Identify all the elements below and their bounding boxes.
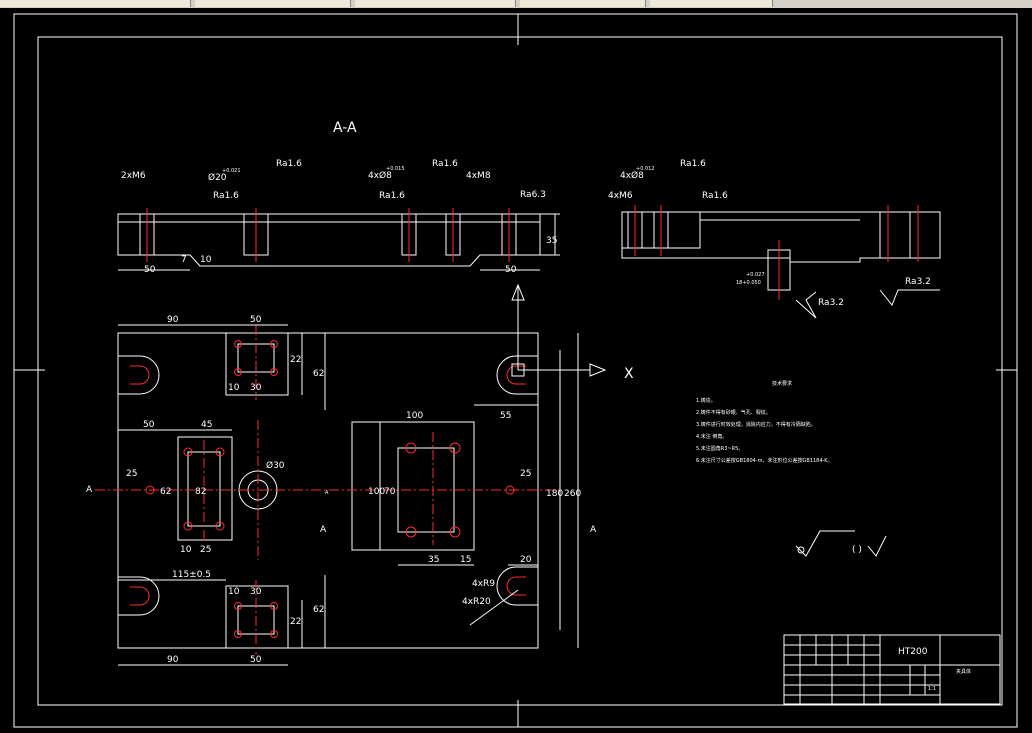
title-block: [783, 634, 1001, 705]
tech-requirement-item: 1.铸造。: [696, 397, 716, 404]
section-view: [117, 208, 560, 271]
callout-ra16: Ra1.6: [379, 191, 405, 201]
dim-35: 35: [546, 236, 557, 246]
toolbar-segment[interactable]: [355, 0, 516, 7]
dim-260: 260: [564, 489, 581, 499]
callout-dia20-tol: +0.021: [222, 168, 241, 174]
dim-180: 180: [546, 489, 563, 499]
dim-55: 55: [500, 411, 511, 421]
dim-62: 62: [160, 487, 171, 497]
callout-thread-m6: 2xM6: [121, 171, 146, 181]
dim-10: 10: [200, 255, 212, 265]
section-mark: A: [590, 525, 597, 535]
tech-requirement-item: 5.未注圆角R3~R5。: [696, 445, 743, 452]
toolbar-segment[interactable]: [650, 0, 773, 7]
callout-dia20: Ø20: [208, 172, 227, 183]
side-callout-dia8-tol: +0.012: [636, 166, 655, 172]
dim-25: 25: [520, 469, 531, 479]
callout-ra16: Ra1.6: [213, 191, 239, 201]
side-callout-tol: 18+0.050: [736, 280, 761, 286]
tech-requirements-heading: 技术要求: [772, 380, 792, 387]
callout-ra16: Ra1.6: [432, 159, 458, 169]
callout-thread-m8: 4xM8: [466, 171, 491, 181]
side-callout-ra16: Ra1.6: [702, 191, 728, 201]
dim-25: 25: [126, 469, 137, 479]
dim-50: 50: [250, 315, 262, 325]
dim-10: 10: [228, 587, 240, 597]
dim-90: 90: [167, 315, 179, 325]
tech-requirement-item: 2.铸件不得有砂眼、气孔、裂纹。: [696, 409, 771, 416]
dim-22: 22: [290, 355, 301, 365]
callout-ra16: Ra1.6: [276, 159, 302, 169]
scale-label: 1:1: [928, 686, 936, 692]
x-axis-label: X: [624, 366, 634, 382]
toolbar-segment[interactable]: [195, 0, 351, 7]
dim-7: 7: [181, 255, 187, 265]
side-callout-thread: 4xM6: [608, 191, 633, 201]
section-title: A-A: [333, 120, 357, 136]
dim-20: 20: [520, 555, 532, 565]
outer-frame: [13, 13, 1018, 728]
dim-45: 45: [201, 420, 212, 430]
side-view: [621, 205, 941, 300]
tech-requirement-item: 6.未注尺寸公差按GB1804-m，未注形位公差按GB1184-K。: [696, 457, 833, 464]
tech-requirement-item: 4.未注 倒角。: [696, 433, 727, 440]
part-name: 夹具体: [956, 668, 971, 675]
dim-100: 100: [368, 487, 385, 497]
dim-30: 30: [250, 587, 262, 597]
section-mark: A: [325, 490, 329, 496]
cad-drawing: A-A 2xM6 Ø20 +0.021 Ra1.6 Ra1.6 Ra1.6 4x…: [13, 13, 1018, 728]
callout-dia8-tol: +0.015: [386, 166, 405, 172]
dim-35: 35: [428, 555, 439, 565]
side-callout-ra16: Ra1.6: [680, 159, 706, 169]
dim-dia30: Ø30: [266, 460, 285, 471]
tech-requirement-item: 3.铸件进行时效处理，消除内应力，不得有冷隔缺陷。: [696, 421, 816, 428]
toolbar-segment[interactable]: [0, 0, 191, 7]
dim-82: 82: [195, 487, 206, 497]
dim-r20: 4xR20: [462, 597, 491, 607]
section-mark: A: [320, 525, 327, 535]
dim-30: 30: [250, 383, 262, 393]
dim-90: 90: [167, 655, 179, 665]
dim-50: 50: [144, 265, 156, 275]
side-callout-dia8: 4xØ8: [620, 170, 644, 181]
side-callout-ra32: Ra3.2: [905, 277, 931, 287]
callout-ra63: Ra6.3: [520, 190, 546, 200]
dim-62: 62: [313, 369, 324, 379]
dim-50: 50: [143, 420, 155, 430]
dim-25: 25: [200, 545, 211, 555]
dim-50: 50: [505, 265, 517, 275]
dim-r9: 4xR9: [472, 579, 495, 589]
dim-100: 100: [406, 411, 423, 421]
dim-10: 10: [228, 383, 240, 393]
toolbar-segment[interactable]: [520, 0, 646, 7]
dim-115: 115±0.5: [172, 570, 211, 580]
side-callout-tol: +0.027: [746, 272, 765, 278]
callout-dia8: 4xØ8: [368, 170, 392, 181]
side-callout-ra32: Ra3.2: [818, 298, 844, 308]
dim-10: 10: [180, 545, 192, 555]
drawing-canvas[interactable]: A-A 2xM6 Ø20 +0.021 Ra1.6 Ra1.6 Ra1.6 4x…: [0, 8, 1032, 733]
material-label: HT200: [898, 647, 928, 657]
dim-15: 15: [460, 555, 471, 565]
dim-62: 62: [313, 605, 324, 615]
plan-view: [95, 283, 607, 666]
dim-22: 22: [290, 617, 301, 627]
dim-50: 50: [250, 655, 262, 665]
inner-border: [37, 36, 1003, 706]
roughness-symbol: [795, 530, 887, 557]
section-mark: A: [86, 485, 93, 495]
dim-70: 70: [384, 487, 396, 497]
roughness-paren: ( ): [852, 545, 862, 555]
